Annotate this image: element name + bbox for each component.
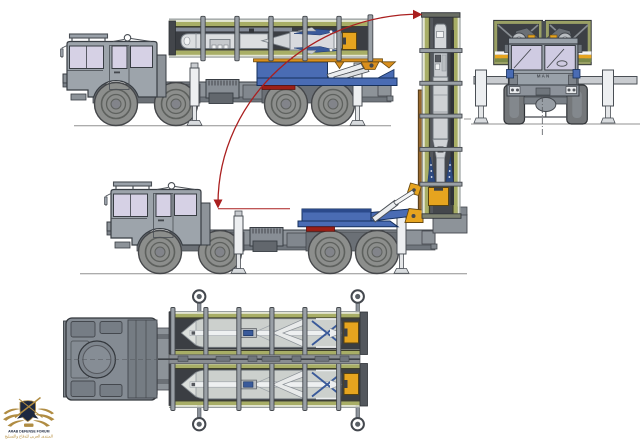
svg-text:ARAB DEFENSE FORUM: ARAB DEFENSE FORUM [8,429,50,433]
svg-text:المنتدى العربي للدفاع والتسليح: المنتدى العربي للدفاع والتسليح [5,433,53,438]
svg-text:M A N: M A N [537,74,549,79]
